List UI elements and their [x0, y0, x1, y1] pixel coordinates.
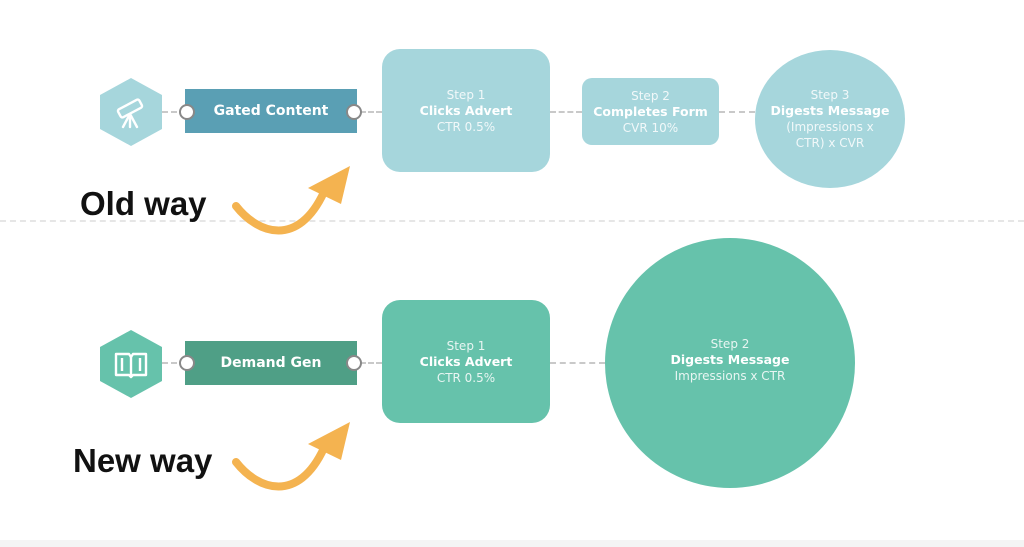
new-way-caption: New way: [73, 442, 213, 479]
connector: [162, 362, 186, 364]
step-name: Digests Message: [670, 352, 790, 367]
step-name: Completes Form: [593, 103, 708, 119]
connector: [719, 111, 755, 113]
step-metric: CTR 0.5%: [436, 119, 496, 134]
step-title: Step 2: [631, 88, 670, 103]
old-way-caption: Old way: [80, 185, 207, 222]
book-icon: [100, 330, 162, 398]
step-title: Step 3: [810, 88, 850, 102]
new-step-1: Step 1 Clicks Advert CTR 0.5%: [382, 300, 550, 423]
telescope-icon: [100, 78, 162, 146]
step-metric: Impressions x CTR: [674, 369, 786, 383]
step-name: Clicks Advert: [419, 102, 513, 118]
curved-arrow-icon: [232, 422, 350, 491]
gated-content-label: Gated Content: [185, 89, 357, 133]
connector-dot: [179, 355, 195, 371]
step-metric: CTR 0.5%: [436, 370, 496, 385]
new-step-2: Step 2 Digests Message Impressions x CTR: [605, 238, 855, 488]
connector-dot: [179, 104, 195, 120]
section-divider: [0, 220, 1024, 222]
step-name: Digests Message: [770, 103, 890, 118]
step-metric-line1: (Impressions x: [786, 120, 874, 134]
step-title: Step 1: [446, 338, 486, 353]
connector: [162, 111, 186, 113]
old-step-1: Step 1 Clicks Advert CTR 0.5%: [382, 49, 550, 172]
step-metric: CVR 10%: [622, 120, 679, 135]
step-title: Step 1: [446, 87, 486, 102]
step-name: Clicks Advert: [419, 353, 513, 369]
bottom-strip: [0, 540, 1024, 547]
connector: [360, 362, 382, 364]
old-step-2: Step 2 Completes Form CVR 10%: [582, 78, 719, 145]
old-step-3: Step 3 Digests Message (Impressions x CT…: [755, 50, 905, 188]
connector-dot: [346, 355, 362, 371]
step-title: Step 2: [710, 337, 750, 351]
step-metric-line2: CTR) x CVR: [795, 136, 865, 150]
connector: [550, 111, 582, 113]
connector: [550, 362, 605, 364]
connector: [360, 111, 382, 113]
demand-gen-label: Demand Gen: [185, 341, 357, 385]
connector-dot: [346, 104, 362, 120]
curved-arrow-icon: [232, 166, 350, 235]
